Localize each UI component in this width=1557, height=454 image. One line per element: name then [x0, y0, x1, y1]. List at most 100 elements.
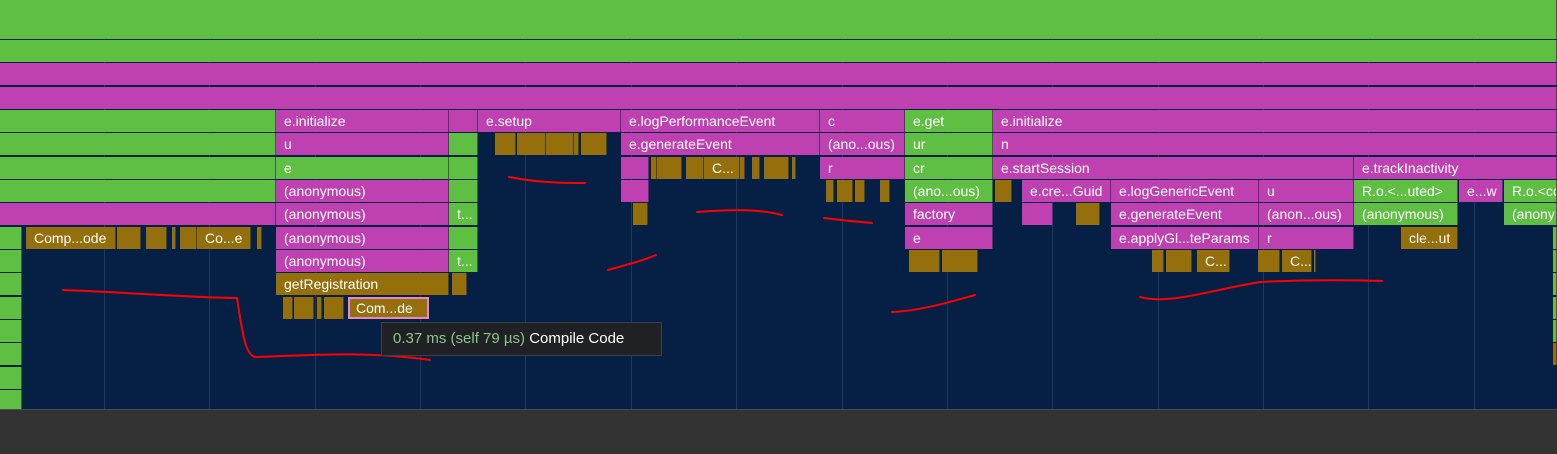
flame-bar[interactable]	[1022, 203, 1053, 225]
flame-bar[interactable]: (anony	[1504, 203, 1557, 225]
flame-bar[interactable]	[826, 180, 834, 202]
flame-bar[interactable]: e.logPerformanceEvent	[621, 110, 820, 132]
flame-bar[interactable]: cle...ut	[1401, 227, 1458, 249]
flame-bar[interactable]	[0, 227, 22, 249]
flame-bar[interactable]: e.get	[905, 110, 993, 132]
flame-bar[interactable]	[0, 157, 276, 179]
flame-bar[interactable]: (anonymous)	[276, 203, 449, 225]
flame-bar[interactable]	[283, 297, 293, 319]
flame-bar[interactable]	[880, 180, 890, 202]
flame-bar[interactable]: u	[276, 133, 449, 155]
flame-bar[interactable]	[1166, 250, 1192, 272]
flame-bar[interactable]: C...	[1282, 250, 1312, 272]
flame-bar[interactable]	[1553, 250, 1557, 272]
flame-bar[interactable]	[942, 250, 978, 272]
flame-bar[interactable]	[449, 180, 478, 202]
flame-bar[interactable]: e.initialize	[993, 110, 1557, 132]
flame-bar[interactable]: C...	[704, 157, 740, 179]
flame-bar[interactable]	[0, 320, 22, 342]
flame-bar[interactable]	[0, 273, 22, 295]
flame-bar[interactable]	[517, 133, 546, 155]
flame-bar[interactable]: t...	[449, 250, 478, 272]
flame-bar[interactable]	[0, 133, 276, 155]
flame-bar[interactable]	[574, 133, 579, 155]
flame-bar[interactable]: n	[993, 133, 1557, 155]
flame-bar[interactable]: (anonymous)	[276, 227, 449, 249]
flame-bar[interactable]	[146, 227, 167, 249]
flame-bar[interactable]	[1553, 343, 1557, 365]
flame-bar[interactable]	[621, 180, 649, 202]
flame-bar[interactable]: getRegistration	[276, 273, 449, 295]
flame-bar[interactable]	[0, 63, 1557, 85]
flame-bar[interactable]	[752, 157, 760, 179]
flame-bar[interactable]	[855, 180, 865, 202]
flame-bar[interactable]: e.setup	[478, 110, 621, 132]
flame-bar[interactable]	[686, 157, 704, 179]
flame-bar[interactable]	[180, 227, 197, 249]
flame-bar[interactable]	[740, 157, 745, 179]
flame-bar[interactable]: c	[820, 110, 905, 132]
flame-bar[interactable]: ur	[905, 133, 993, 155]
flame-bar[interactable]: cr	[905, 157, 993, 179]
flame-bar[interactable]	[1258, 250, 1280, 272]
flame-bar[interactable]	[317, 297, 322, 319]
flame-bar[interactable]	[1553, 227, 1557, 249]
flame-bar[interactable]	[837, 180, 853, 202]
flame-bar[interactable]	[792, 157, 796, 179]
flame-bar[interactable]: e.generateEvent	[621, 133, 820, 155]
flame-bar[interactable]	[995, 180, 1012, 202]
flame-bar[interactable]: e.initialize	[276, 110, 449, 132]
flame-bar[interactable]: C...	[1197, 250, 1230, 272]
flame-bar[interactable]: e.startSession	[993, 157, 1354, 179]
flame-bar[interactable]	[651, 157, 657, 179]
flame-bar[interactable]: e	[276, 157, 449, 179]
flame-bar[interactable]	[621, 157, 649, 179]
flame-bar[interactable]	[495, 133, 516, 155]
flame-bar[interactable]	[0, 203, 276, 225]
flame-bar[interactable]: (anonymous)	[1354, 203, 1458, 225]
flame-bar[interactable]	[1553, 273, 1557, 295]
flame-bar-selected[interactable]: Com...de	[348, 297, 429, 319]
flame-bar[interactable]: t...	[449, 203, 478, 225]
flame-bar[interactable]: e.generateEvent	[1111, 203, 1259, 225]
flame-bar[interactable]	[117, 227, 141, 249]
flame-bar[interactable]	[294, 297, 314, 319]
flame-bar[interactable]	[0, 110, 276, 132]
flame-bar[interactable]: (anon...ous)	[1259, 203, 1354, 225]
flame-bar[interactable]	[909, 250, 940, 272]
flame-bar[interactable]: e...w	[1459, 180, 1503, 202]
flame-bar[interactable]: r	[1259, 227, 1354, 249]
flame-bar[interactable]	[324, 297, 344, 319]
flame-bar[interactable]: R.o.<co	[1504, 180, 1557, 202]
flame-bar[interactable]	[172, 227, 176, 249]
flame-bar[interactable]	[449, 110, 478, 132]
flame-bar[interactable]	[1314, 250, 1316, 272]
flame-bar[interactable]: factory	[905, 203, 993, 225]
flame-bar[interactable]	[546, 133, 574, 155]
flame-bar[interactable]	[0, 40, 1557, 62]
flame-bar[interactable]	[0, 87, 1557, 109]
flame-bar[interactable]	[1553, 297, 1557, 319]
flame-bar[interactable]: e.trackInactivity	[1354, 157, 1557, 179]
flame-bar[interactable]	[0, 390, 22, 409]
flame-bar[interactable]	[1553, 320, 1557, 342]
flame-bar[interactable]	[452, 273, 467, 295]
flame-bar[interactable]: (ano...ous)	[905, 180, 993, 202]
flame-bar[interactable]: e.applyGl...teParams	[1111, 227, 1259, 249]
flame-bar[interactable]: R.o.<...uted>	[1354, 180, 1458, 202]
flame-bar[interactable]: (anonymous)	[276, 250, 449, 272]
flame-bar[interactable]	[449, 157, 478, 179]
flame-bar[interactable]	[0, 297, 22, 319]
flame-bar[interactable]: r	[820, 157, 905, 179]
flame-bar[interactable]	[1076, 203, 1100, 225]
flame-bar[interactable]: Co...e	[197, 227, 251, 249]
flame-bar[interactable]	[657, 157, 682, 179]
flame-bar[interactable]	[0, 343, 22, 365]
flame-bar[interactable]: u	[1259, 180, 1354, 202]
flame-bar[interactable]	[0, 17, 1557, 39]
flame-bar[interactable]: e	[905, 227, 993, 249]
flame-bar[interactable]: e.logGenericEvent	[1111, 180, 1259, 202]
flame-bar[interactable]	[581, 133, 607, 155]
flame-bar[interactable]	[449, 227, 478, 249]
flame-bar[interactable]	[633, 203, 648, 225]
